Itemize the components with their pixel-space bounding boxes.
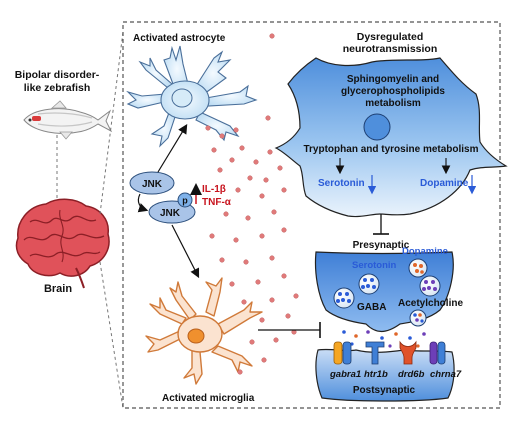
receptor-drd6b: [399, 340, 417, 365]
postsynaptic-label: Postsynaptic: [353, 385, 416, 396]
il1b-label: IL-1β: [202, 184, 226, 195]
presynaptic-neuron-body: [274, 57, 508, 218]
cleft-neurotransmitters: [342, 330, 426, 348]
dysregulated-title-line2: neurotransmission: [343, 43, 438, 55]
cytokine-labels: IL-1β TNF-α: [190, 183, 232, 208]
dysregulated-title-line1: Dysregulated: [357, 31, 424, 43]
brain-panel-connector-top: [99, 31, 124, 215]
gene-htr1b: htr1b: [364, 369, 388, 380]
acetylcholine-label: Acetylcholine: [398, 298, 463, 309]
vesicle-serotonin: [358, 273, 380, 295]
bipolar-title-line1: Bipolar disorder-: [15, 69, 100, 81]
metabolism-line2: glycerophospholipids: [341, 86, 445, 97]
astrocyte-cell: [126, 45, 258, 148]
neuron-nucleus: [363, 113, 391, 141]
presynaptic-label: Presynaptic: [353, 240, 410, 251]
jnk-to-microglia-arrow: [171, 224, 200, 279]
synapse-dopamine-label: Dopamine: [402, 246, 448, 257]
activated-astrocyte-label: Activated astrocyte: [133, 33, 226, 44]
gaba-label: GABA: [357, 302, 386, 313]
gene-gabra1: gabra1: [329, 369, 361, 380]
metabolism-line3: metabolism: [365, 98, 421, 109]
vesicle-gaba: [333, 287, 355, 309]
metabolism-line1: Sphingomyelin and: [347, 74, 439, 85]
jnk-activation-arrow: [137, 193, 149, 213]
tnfa-label: TNF-α: [202, 197, 232, 208]
detail-panel-border: [122, 21, 501, 409]
vesicle-acetylcholine: [419, 275, 441, 297]
jnk-top-label: JNK: [142, 179, 163, 190]
neuron-serotonin-label: Serotonin: [318, 178, 365, 189]
gene-chrna7: chrna7: [430, 369, 462, 380]
bipolar-title-line2: like zebrafish: [24, 82, 91, 94]
left-column: Bipolar disorder- like zebrafish Brain: [15, 31, 124, 409]
vesicle-dopamine: [408, 258, 428, 278]
receptor-chrna7: [429, 341, 446, 365]
synapse-serotonin-label: Serotonin: [352, 260, 397, 271]
jnk-signaling: JNK JNK p: [129, 171, 196, 224]
vesicle-release: [409, 309, 427, 327]
microglia-cell: [145, 277, 263, 385]
phospho-label: p: [182, 196, 188, 206]
neuron-dopamine-label: Dopamine: [420, 178, 469, 189]
jnk-to-astrocyte-arrow: [157, 123, 188, 173]
zebrafish-icon: [23, 100, 113, 140]
gene-drd6b: drd6b: [398, 369, 425, 380]
phospho-node: [177, 192, 193, 208]
brain-icon: [15, 198, 110, 289]
receptor-gabra1: [333, 341, 352, 365]
jnk-top-node: [129, 171, 175, 195]
brain-label: Brain: [44, 283, 72, 295]
receptor-htr1b: [365, 341, 385, 365]
activated-microglia-label: Activated microglia: [162, 393, 255, 404]
cytokine-dots: [205, 33, 299, 375]
jnk-bottom-label: JNK: [160, 208, 181, 219]
brain-panel-connector-bottom: [99, 261, 124, 409]
trp-tyr-metabolism-label: Tryptophan and tyrosine metabolism: [303, 144, 478, 155]
